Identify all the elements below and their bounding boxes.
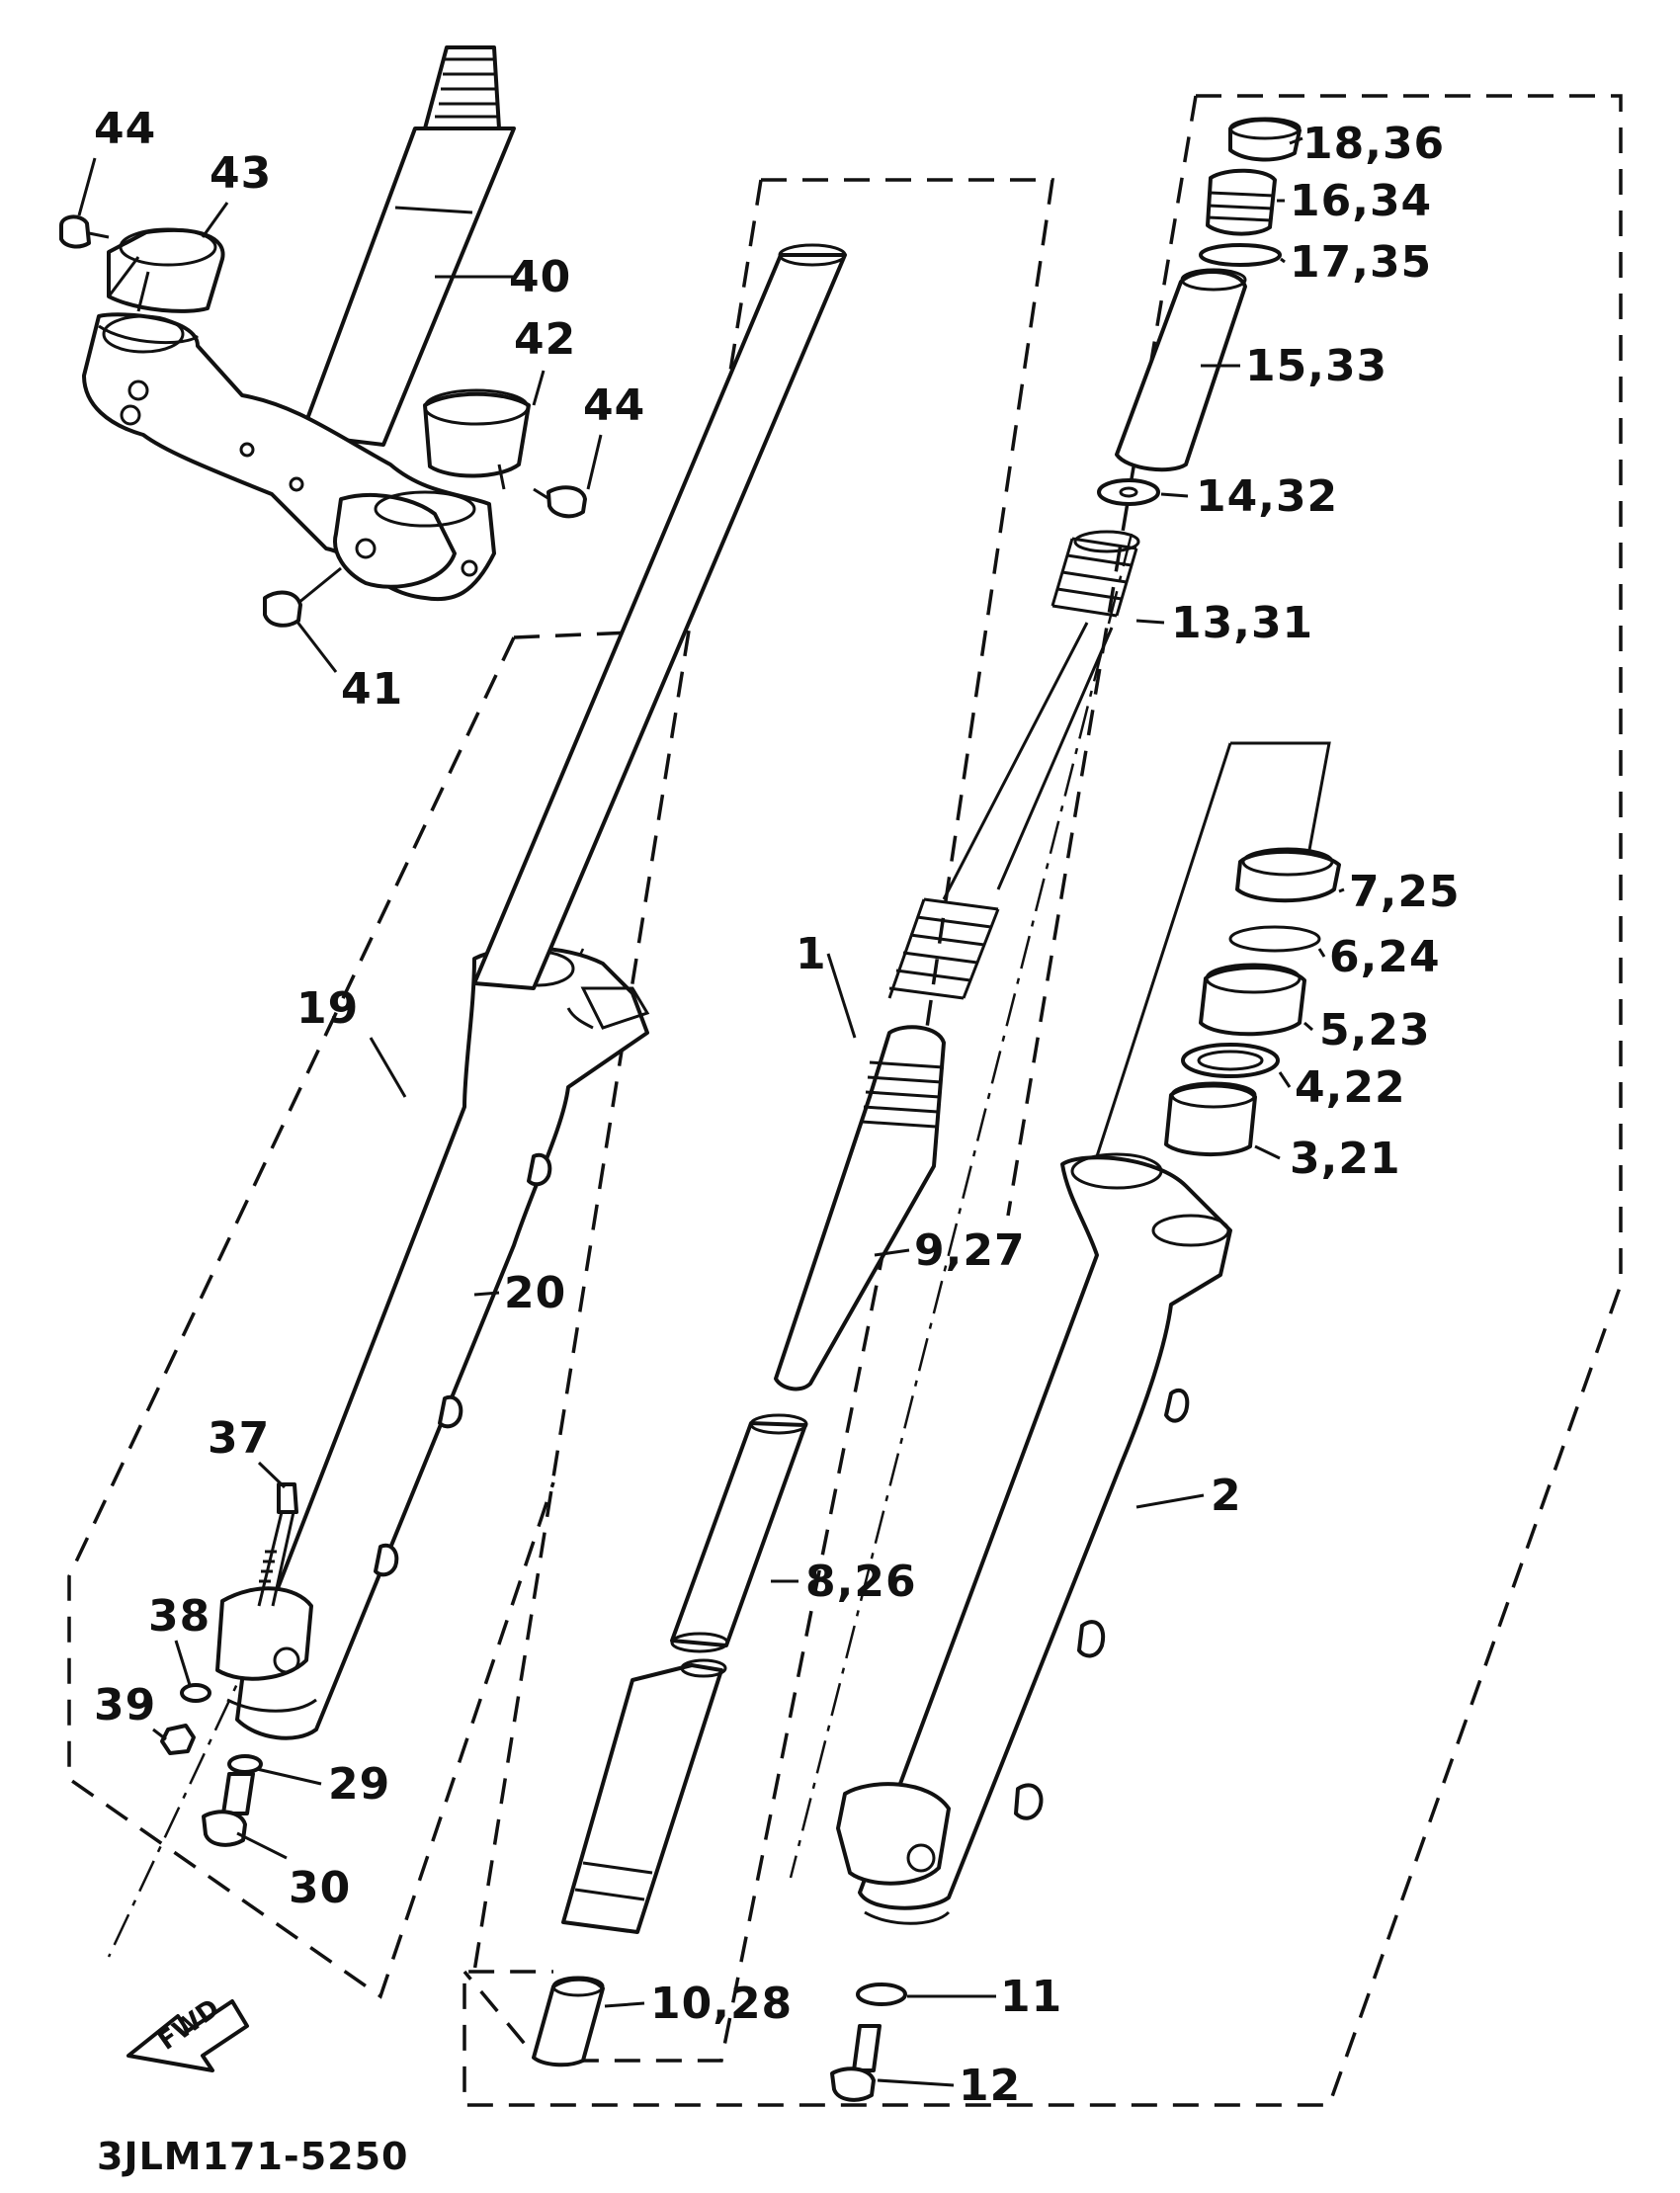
steering-stem xyxy=(299,45,516,447)
group-outline-right-fork xyxy=(462,94,1623,2107)
right-outer-tube xyxy=(836,1152,1232,1925)
callout-42: 42 xyxy=(514,314,576,365)
washer-38 xyxy=(180,1683,211,1703)
callout-15-33: 15,33 xyxy=(1245,341,1387,391)
o-ring-17 xyxy=(1199,243,1282,267)
callout-20: 20 xyxy=(504,1268,566,1318)
callout-10-28: 10,28 xyxy=(650,1979,793,2029)
centerline-middle xyxy=(789,533,1134,1879)
nut-39 xyxy=(160,1724,196,1755)
callout-6-24: 6,24 xyxy=(1329,932,1441,982)
bush-8 xyxy=(670,1413,808,1653)
callout-19: 19 xyxy=(296,983,359,1034)
drain-bolt-12 xyxy=(830,2024,882,2102)
callout-17-35: 17,35 xyxy=(1290,237,1432,288)
rebound-spring xyxy=(887,897,1000,1000)
washer-11 xyxy=(856,1982,907,2006)
group-outline-outer-tube xyxy=(1095,741,1331,1157)
callout-labels: 44 43 40 42 44 41 19 20 37 38 39 29 30 1… xyxy=(94,104,1461,2178)
callout-9-27: 9,27 xyxy=(914,1225,1026,1276)
collar-10 xyxy=(532,1976,605,2067)
callout-38: 38 xyxy=(148,1591,210,1642)
spacer-15 xyxy=(1115,268,1247,472)
callout-18-36: 18,36 xyxy=(1302,119,1445,169)
handlebar-holder xyxy=(107,227,225,313)
fork-cap-18 xyxy=(1228,117,1302,162)
callout-1: 1 xyxy=(796,929,827,979)
dust-seal-7 xyxy=(1235,847,1341,903)
group-outline-left-fork xyxy=(67,631,633,1999)
bolt-44-top xyxy=(59,214,110,249)
bolt-30 xyxy=(202,1772,255,1847)
callout-7-25: 7,25 xyxy=(1349,867,1461,917)
bolt-41 xyxy=(263,566,342,628)
lower-bracket xyxy=(82,312,496,602)
callout-12: 12 xyxy=(959,2061,1021,2111)
clip-6 xyxy=(1228,925,1321,953)
callout-44-top: 44 xyxy=(94,104,156,154)
washer-29 xyxy=(227,1754,263,1774)
callout-4-22: 4,22 xyxy=(1295,1062,1406,1113)
callout-11: 11 xyxy=(1000,1972,1062,2022)
callout-30: 30 xyxy=(289,1863,351,1913)
bush-3 xyxy=(1164,1081,1257,1156)
callout-3-21: 3,21 xyxy=(1290,1134,1401,1184)
oil-seal-5 xyxy=(1199,963,1306,1037)
outer-tube-lower xyxy=(561,1658,727,1934)
fwd-arrow-icon: FWD xyxy=(126,1993,249,2072)
callout-44-right: 44 xyxy=(583,380,645,431)
callout-13-31: 13,31 xyxy=(1171,598,1313,648)
callout-29: 29 xyxy=(328,1759,390,1810)
drawing-code: 3JLM171-5250 xyxy=(97,2135,408,2178)
callout-37: 37 xyxy=(208,1413,270,1464)
cap-bolt-16 xyxy=(1206,168,1277,236)
callout-16-34: 16,34 xyxy=(1290,176,1432,226)
callout-41: 41 xyxy=(341,664,403,715)
callout-8-26: 8,26 xyxy=(805,1557,917,1607)
fork-bushing-bracket xyxy=(423,388,531,490)
bolt-44-right xyxy=(533,485,587,519)
callout-40: 40 xyxy=(509,252,571,302)
inner-tube xyxy=(472,243,847,990)
callout-5-23: 5,23 xyxy=(1319,1005,1431,1055)
leader-lines xyxy=(77,136,1345,2087)
callout-14-32: 14,32 xyxy=(1196,471,1338,522)
fork-spring-13 xyxy=(942,530,1140,900)
axle-pinch-bolt xyxy=(257,1482,298,1607)
callout-2: 2 xyxy=(1211,1471,1242,1521)
washer-4 xyxy=(1181,1043,1280,1078)
washer-14 xyxy=(1097,478,1160,506)
callout-43: 43 xyxy=(210,148,272,199)
left-outer-tube xyxy=(215,946,650,1740)
damper-rod xyxy=(774,1025,946,1392)
callout-39: 39 xyxy=(94,1680,156,1730)
